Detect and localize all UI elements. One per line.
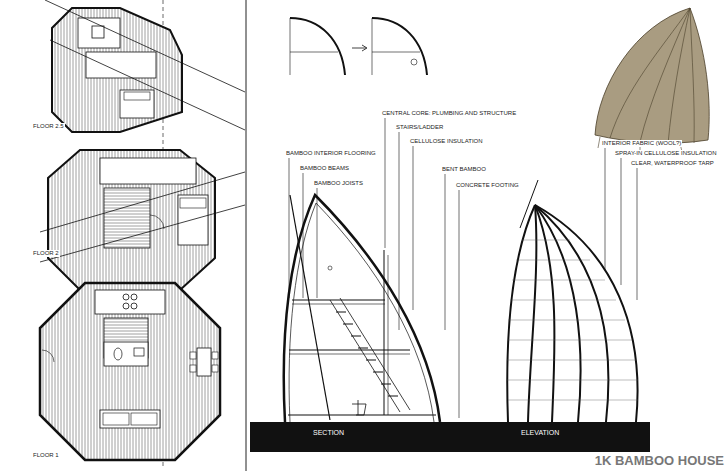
- callout-label: SPRAY-IN CELLULOSE INSULATION: [614, 150, 718, 157]
- floor-label: FLOOR 2.5: [32, 123, 65, 130]
- callout-label: STAIRS/LADDER: [395, 124, 444, 131]
- view-label: SECTION: [312, 429, 345, 436]
- view-label: ELEVATION: [520, 429, 560, 436]
- callout-label: BAMBOO JOISTS: [313, 180, 364, 187]
- callout-label: INTERIOR FABRIC (WOOL?): [601, 140, 682, 147]
- callout-label: BAMBOO INTERIOR FLOORING: [285, 150, 377, 157]
- callout-label: CONCRETE FOOTING: [455, 182, 520, 189]
- callout-label: BAMBOO BEAMS: [299, 165, 350, 172]
- leader-lines: [289, 118, 637, 418]
- callout-label: CENTRAL CORE: PLUMBING AND STRUCTURE: [381, 110, 517, 117]
- floor-label: FLOOR 2: [32, 250, 60, 257]
- perspective-sketch: [595, 8, 709, 152]
- floor-plan: [40, 283, 220, 460]
- section-sketch: [290, 18, 427, 75]
- floor-plan: [40, 150, 245, 290]
- floor-plan: [45, 0, 245, 132]
- floor-label: FLOOR 1: [32, 452, 60, 459]
- callout-label: BENT BAMBOO: [441, 166, 487, 173]
- callout-label: CELLULOSE INSULATION: [409, 138, 484, 145]
- elevation-drawing: [507, 180, 638, 422]
- section-drawing: [284, 195, 440, 422]
- callout-label: CLEAR, WATERPROOF TARP: [630, 160, 715, 167]
- drawing-title: 1K BAMBOO HOUSE: [595, 453, 724, 468]
